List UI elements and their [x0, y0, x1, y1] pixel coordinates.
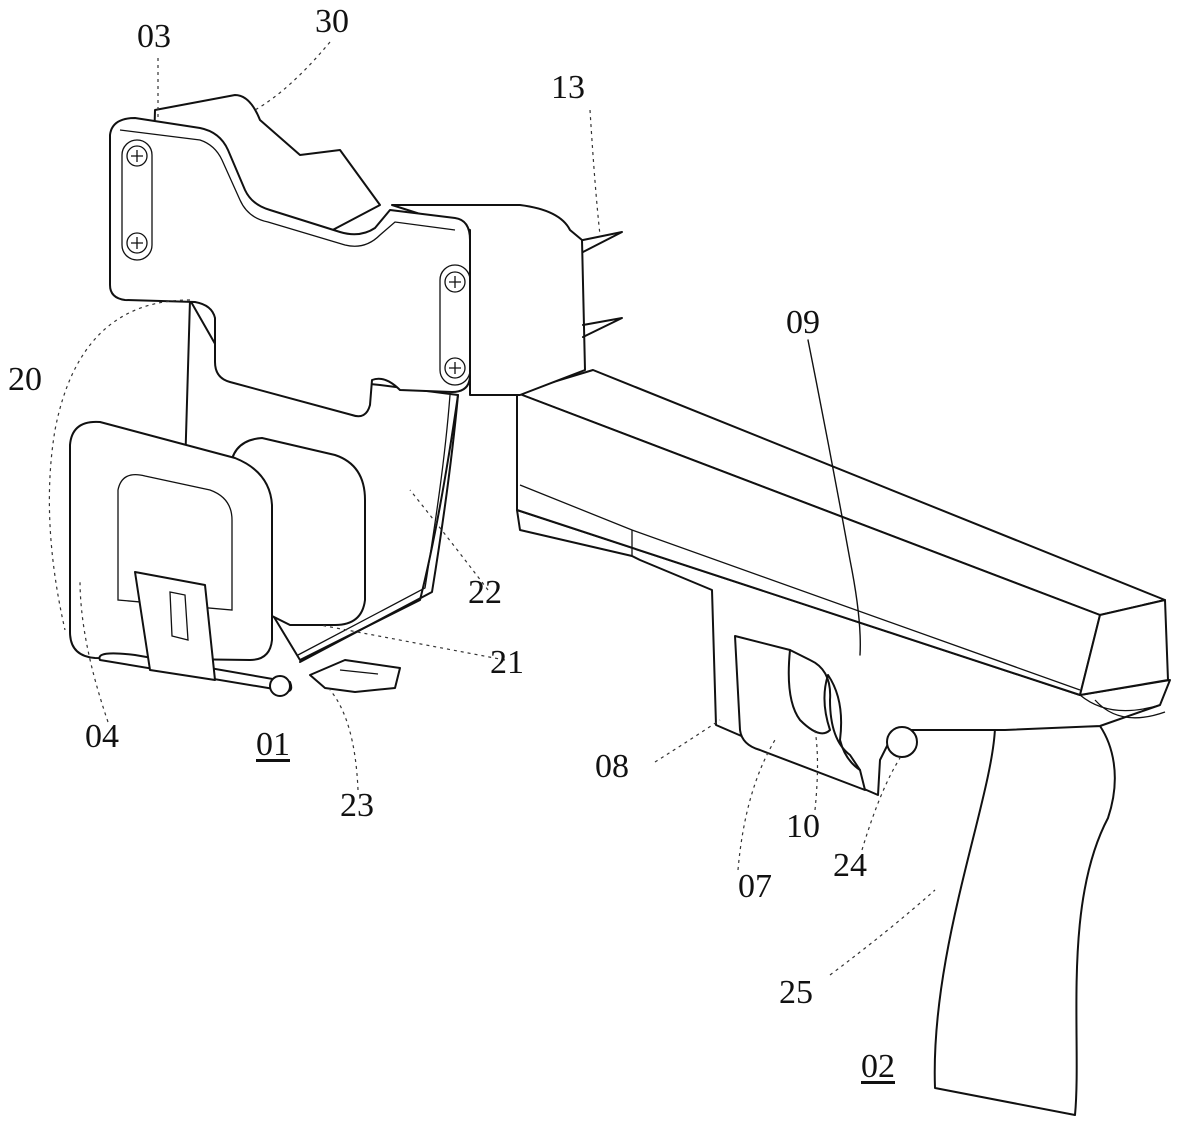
- pistol-grip: [933, 725, 1116, 1116]
- trigger-guard: [734, 635, 866, 791]
- leader-lines: [48, 41, 936, 976]
- label-13: 13: [551, 69, 585, 106]
- pistol-slide-rear: [1079, 599, 1169, 696]
- label-07: 07: [738, 868, 772, 905]
- label-01: 01: [256, 726, 290, 763]
- screw-slots: [121, 139, 471, 386]
- label-09: 09: [786, 304, 820, 341]
- label-04: 04: [85, 718, 119, 755]
- label-23: 23: [340, 787, 374, 824]
- device: [69, 94, 623, 697]
- trigger: [787, 649, 861, 771]
- label-21: 21: [490, 644, 524, 681]
- label-10: 10: [786, 808, 820, 845]
- label-25: 25: [779, 974, 813, 1011]
- clip: [134, 571, 216, 681]
- label-22: 22: [468, 574, 502, 611]
- label-20: 20: [8, 361, 42, 398]
- electrode-block: [391, 204, 586, 396]
- wire: [299, 394, 459, 663]
- label-08: 08: [595, 748, 629, 785]
- spike: [582, 231, 623, 338]
- mounting-rail: [309, 659, 401, 693]
- label-24: 24: [833, 847, 867, 884]
- button-24: [886, 726, 918, 758]
- label-02: 02: [861, 1048, 895, 1085]
- pistol: [516, 369, 1171, 1116]
- pistol-frame: [516, 509, 1171, 796]
- label-30: 30: [315, 3, 349, 40]
- front-plate: [109, 117, 471, 418]
- label-03: 03: [137, 18, 171, 55]
